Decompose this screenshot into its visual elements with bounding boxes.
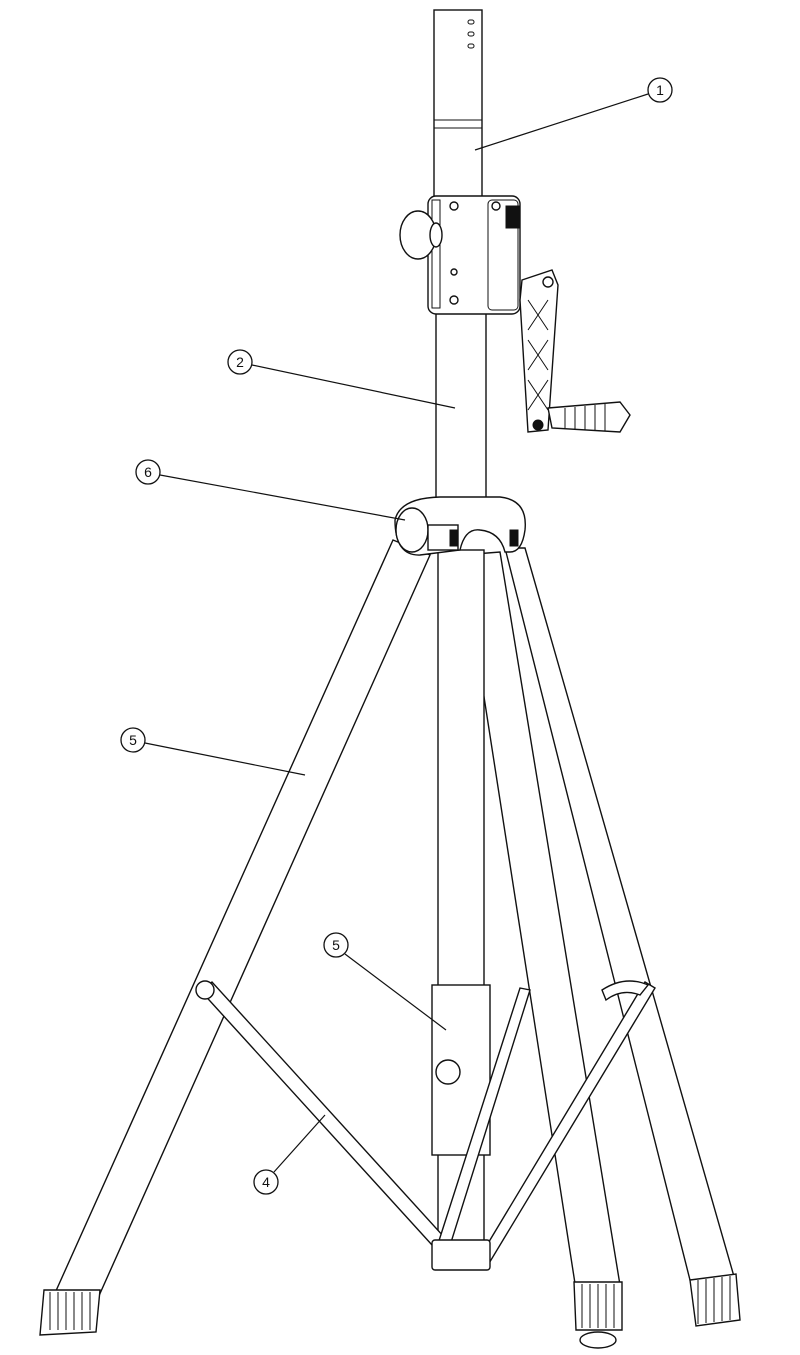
callout-6: 6 [135,459,406,521]
logo-icon [435,1059,461,1085]
leg-collar [394,496,526,556]
callout-5-leg: 5 [120,727,306,776]
callout-5-tube: 5 [323,932,447,1031]
leg-left [40,539,431,1324]
callout-4: 4 [253,1114,326,1195]
bottom-hub [431,1239,491,1271]
feet [39,1273,741,1349]
callout-label: 6 [144,464,152,480]
crank-mechanism [399,195,631,433]
middle-tube [435,309,487,506]
leg-braces [195,980,656,1271]
callout-label: 5 [129,732,137,748]
callout-2: 2 [227,349,456,409]
crank-handle-icon [547,401,631,433]
top-tube [433,9,483,201]
callout-1: 1 [474,77,673,151]
callout-label: 4 [262,1174,270,1190]
callout-label: 2 [236,354,244,370]
callout-label: 5 [332,937,340,953]
callout-label: 1 [656,82,664,98]
